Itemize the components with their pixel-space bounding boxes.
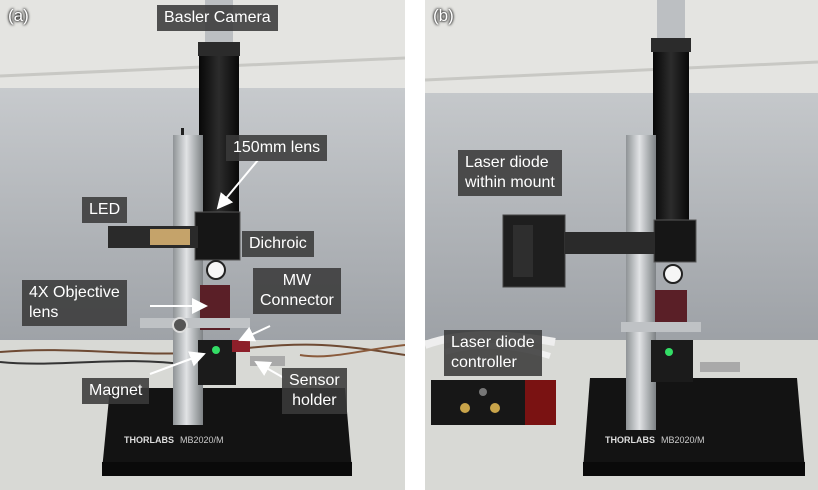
- breadboard-edge: [102, 462, 352, 476]
- green-indicator: [665, 348, 673, 356]
- laser-controller-panel: [525, 380, 556, 425]
- mount-heatsink: [513, 225, 533, 277]
- setup-photo-b: THORLABS MB2020/M: [425, 0, 818, 490]
- optical-post: [626, 135, 656, 430]
- ring-light: [206, 260, 226, 280]
- photo-panel-b: THORLABS MB2020/M (b) Laser diode within…: [425, 0, 818, 490]
- photo-panel-a: THORLABS MB2020/M (a) Basler Camera 150m…: [0, 0, 405, 490]
- green-indicator: [212, 346, 220, 354]
- sensor-holder-rod: [700, 362, 740, 372]
- callout-150mm-lens: 150mm lens: [226, 135, 328, 161]
- camera-adapter: [198, 42, 240, 56]
- breadboard-edge: [583, 462, 805, 476]
- laser-tube: [565, 232, 655, 254]
- callout-laser-diode-mount: Laser diode within mount: [458, 150, 562, 196]
- dichroic-cube: [653, 219, 697, 263]
- base-brand: THORLABS: [124, 435, 174, 445]
- cross-rod: [621, 322, 701, 332]
- dichroic-cube: [194, 211, 241, 261]
- callout-dichroic: Dichroic: [242, 231, 314, 257]
- panel-label-b: (b): [433, 6, 454, 25]
- lens-tube: [653, 52, 689, 230]
- callout-magnet: Magnet: [82, 378, 150, 404]
- callout-sensor-holder: Sensor holder: [282, 368, 347, 414]
- laser-diode-mount: [502, 214, 566, 288]
- callout-led: LED: [82, 197, 128, 223]
- cross-rod: [140, 318, 250, 328]
- callout-laser-controller: Laser diode controller: [444, 330, 542, 376]
- controller-connector: [490, 403, 500, 413]
- ceiling-shelf: [425, 0, 818, 95]
- callout-mw-connector: MW Connector: [253, 268, 341, 314]
- post-clamp: [172, 317, 188, 333]
- base-model: MB2020/M: [180, 435, 224, 445]
- ring-light: [663, 264, 683, 284]
- callout-objective-lens: 4X Objective lens: [22, 280, 127, 326]
- camera-adapter: [651, 38, 691, 52]
- sensor-stage: [651, 340, 693, 382]
- led-adapter: [150, 229, 190, 245]
- mw-connector-block: [232, 340, 250, 352]
- optical-breadboard: [583, 378, 805, 470]
- base-model: MB2020/M: [661, 435, 705, 445]
- callout-basler-camera: Basler Camera: [157, 5, 278, 31]
- base-brand: THORLABS: [605, 435, 655, 445]
- setup-photo-a: THORLABS MB2020/M: [0, 0, 405, 490]
- sensor-holder-rod: [250, 356, 285, 366]
- controller-connector: [460, 403, 470, 413]
- shelf-edge: [425, 60, 818, 82]
- panel-label-a: (a): [8, 6, 29, 25]
- cable: [299, 344, 405, 358]
- controller-knob: [479, 388, 487, 396]
- fabric-wall: [425, 93, 818, 343]
